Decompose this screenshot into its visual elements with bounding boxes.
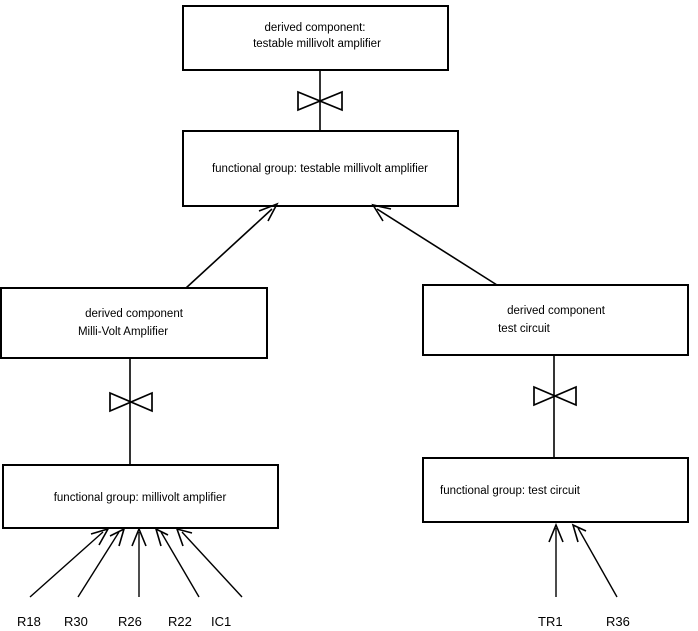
- connector-left-derived-to-functional-group: [185, 202, 279, 289]
- leaf-label-r36: R36: [606, 614, 630, 629]
- arrow-head-icon: [571, 523, 587, 543]
- leaf-connector-r36: [571, 523, 618, 598]
- node-label-line1: derived component: [507, 305, 606, 317]
- node-derived-milli-volt-amplifier[interactable]: derived component Milli-Volt Amplifier: [0, 287, 268, 359]
- connector-line: [77, 531, 120, 598]
- node-derived-test-circuit[interactable]: derived component test circuit: [422, 284, 689, 356]
- node-label-line2: testable millivolt amplifier: [253, 38, 381, 50]
- node-box[interactable]: [422, 457, 689, 523]
- node-label-line1: derived component: [85, 308, 184, 320]
- node-box[interactable]: [422, 284, 689, 356]
- leaf-connector-r26: [131, 526, 147, 597]
- node-functional-group-test-circuit[interactable]: functional group: test circuit: [422, 457, 689, 523]
- node-label-line1: functional group: test circuit: [440, 485, 581, 497]
- node-functional-group-millivolt-amplifier[interactable]: functional group: millivolt amplifier: [2, 464, 279, 529]
- node-label-line2: Milli-Volt Amplifier: [78, 326, 168, 338]
- bowtie-icon: [109, 391, 153, 413]
- connector-line: [29, 531, 104, 598]
- connector-line: [376, 208, 498, 286]
- arrow-head-icon: [109, 527, 126, 547]
- leaf-label-r18: R18: [17, 614, 41, 629]
- bowtie-icon: [533, 385, 577, 407]
- leaf-connector-r18: [29, 527, 110, 598]
- node-label-line1: functional group: testable millivolt amp…: [212, 163, 428, 175]
- leaf-connector-r22: [154, 527, 200, 598]
- connector-line: [185, 208, 273, 289]
- connector-line: [160, 531, 200, 598]
- leaf-connector-r30: [77, 527, 126, 598]
- connector-right-derived-to-right-functional: [533, 355, 577, 458]
- arrow-head-icon: [90, 527, 110, 546]
- node-box[interactable]: [2, 464, 279, 529]
- node-functional-group-testable-millivolt-amplifier[interactable]: functional group: testable millivolt amp…: [182, 130, 459, 207]
- arrow-head-icon: [258, 202, 279, 222]
- arrow-head-icon: [131, 526, 147, 547]
- leaf-label-r22: R22: [168, 614, 192, 629]
- arrow-head-icon: [548, 522, 564, 543]
- node-derived-testable-millivolt-amplifier[interactable]: derived component: testable millivolt am…: [182, 5, 449, 71]
- arrow-head-icon: [175, 527, 193, 547]
- node-label-line1: derived component:: [264, 22, 365, 34]
- leaf-label-r30: R30: [64, 614, 88, 629]
- leaf-connector-ic1: [175, 527, 243, 598]
- arrow-head-icon: [371, 203, 392, 222]
- connector-right-derived-to-functional-group: [371, 203, 498, 286]
- leaf-label-r26: R26: [118, 614, 142, 629]
- connector-left-derived-to-left-functional: [109, 358, 153, 465]
- node-label-line1: functional group: millivolt amplifier: [54, 492, 227, 504]
- connector-line: [181, 531, 243, 598]
- leaf-label-ic1: IC1: [211, 614, 231, 629]
- arrow-head-icon: [154, 527, 169, 547]
- connector-derived-to-functional-top: [297, 70, 343, 131]
- node-box[interactable]: [182, 5, 449, 71]
- node-box[interactable]: [0, 287, 268, 359]
- connector-line: [577, 527, 618, 598]
- bowtie-icon: [297, 90, 343, 112]
- leaf-connector-tr1: [548, 522, 564, 597]
- leaf-label-tr1: TR1: [538, 614, 563, 629]
- node-label-line2: test circuit: [498, 323, 551, 335]
- node-box[interactable]: [182, 130, 459, 207]
